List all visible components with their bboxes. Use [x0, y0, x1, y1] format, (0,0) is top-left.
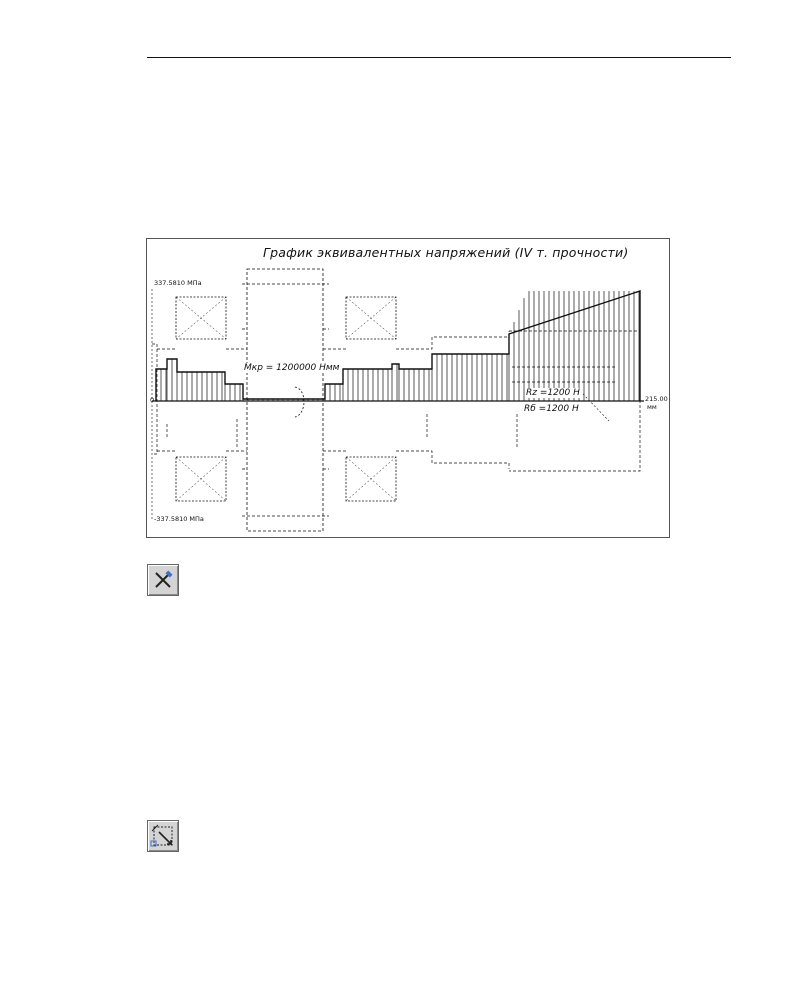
force-rz-label: Rz =1200 Н — [525, 388, 581, 398]
torque-label: Мкр = 1200000 Нмм — [243, 363, 341, 373]
right-bearing-bottom — [345, 456, 397, 502]
stress-diagram-outline — [155, 290, 641, 401]
force-rb-label: Rб =1200 Н — [523, 404, 580, 414]
cross-tool-icon — [155, 570, 173, 588]
force-arrow — [582, 393, 610, 422]
left-bearing-top — [175, 296, 227, 340]
stress-hatching — [155, 291, 640, 401]
gear-outline — [242, 268, 329, 532]
figure-title: График эквивалентных напряжений (IV т. п… — [263, 245, 629, 260]
torque-symbol — [294, 386, 305, 418]
page-header-rule — [147, 57, 731, 58]
length-unit-label: мм — [647, 403, 657, 411]
shaft-outline — [152, 330, 641, 472]
zoom-frame-icon — [150, 824, 173, 847]
cross-tool-button[interactable] — [147, 564, 179, 596]
left-bearing-bottom — [175, 456, 227, 502]
zoom-frame-button[interactable] — [147, 820, 179, 852]
right-bearing-top — [345, 296, 397, 340]
origin-label: 0 — [150, 396, 155, 404]
max-stress-label: 337.5810 МПа — [154, 279, 202, 287]
length-value-label: 215.00 — [645, 395, 668, 403]
min-stress-label: -337.5810 МПа — [154, 515, 204, 523]
stress-diagram-drawing — [151, 268, 644, 532]
stress-diagram-figure: График эквивалентных напряжений (IV т. п… — [146, 238, 670, 538]
